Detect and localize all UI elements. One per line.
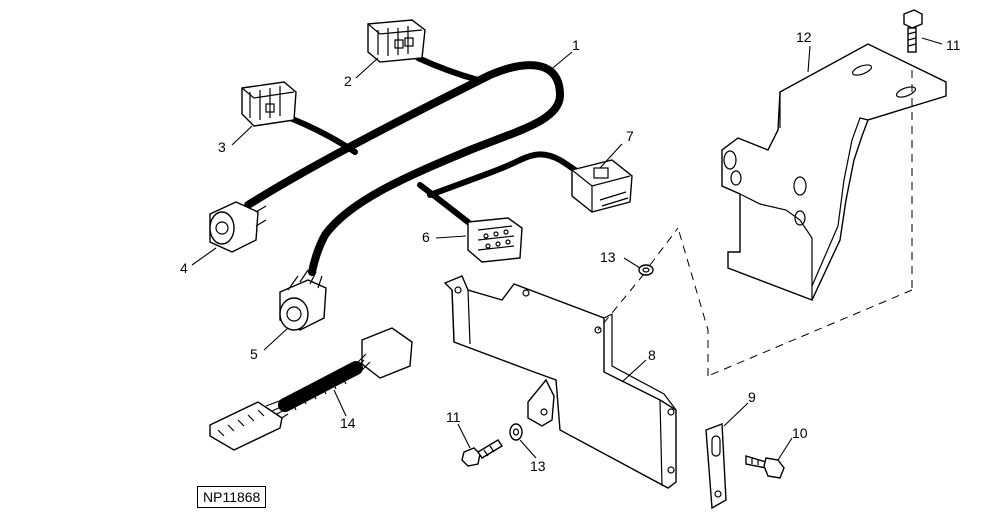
mounting-plate-8 — [443, 275, 677, 489]
callout-7: 7 — [626, 128, 634, 144]
callout-2: 2 — [344, 73, 352, 89]
callout-3: 3 — [218, 139, 226, 155]
washer-13-lower — [509, 423, 523, 441]
wiring-harness — [244, 55, 581, 276]
connector-2 — [367, 19, 426, 63]
connector-4 — [209, 201, 267, 253]
callout-14: 14 — [340, 415, 356, 431]
callout-labels: 1 2 3 4 5 6 7 8 9 10 11 11 12 13 13 14 — [180, 29, 961, 474]
callout-13-upper: 13 — [600, 249, 616, 265]
callout-13-lower: 13 — [530, 458, 546, 474]
connector-5 — [279, 269, 327, 331]
callout-1: 1 — [572, 37, 580, 53]
harness-14 — [209, 327, 413, 451]
callout-11-bottom: 11 — [446, 409, 461, 425]
connector-6 — [467, 217, 523, 263]
callout-5: 5 — [250, 346, 258, 362]
callout-4: 4 — [180, 260, 188, 276]
connector-3 — [241, 81, 297, 127]
callout-11-top: 11 — [946, 37, 961, 53]
bolt-11-top — [903, 9, 923, 53]
assembly-guide-lines — [597, 70, 913, 377]
callout-6: 6 — [422, 229, 430, 245]
washer-13-upper — [638, 264, 654, 276]
callout-9: 9 — [748, 389, 756, 405]
callout-8: 8 — [648, 347, 656, 363]
leader-lines — [191, 37, 943, 461]
figure-id-label: NP11868 — [197, 486, 267, 508]
clip-9 — [705, 423, 727, 510]
bracket-12 — [721, 43, 947, 301]
bolt-11-bottom — [461, 439, 503, 467]
connector-7 — [571, 159, 633, 213]
callout-12: 12 — [796, 29, 812, 45]
callout-10: 10 — [792, 425, 808, 441]
